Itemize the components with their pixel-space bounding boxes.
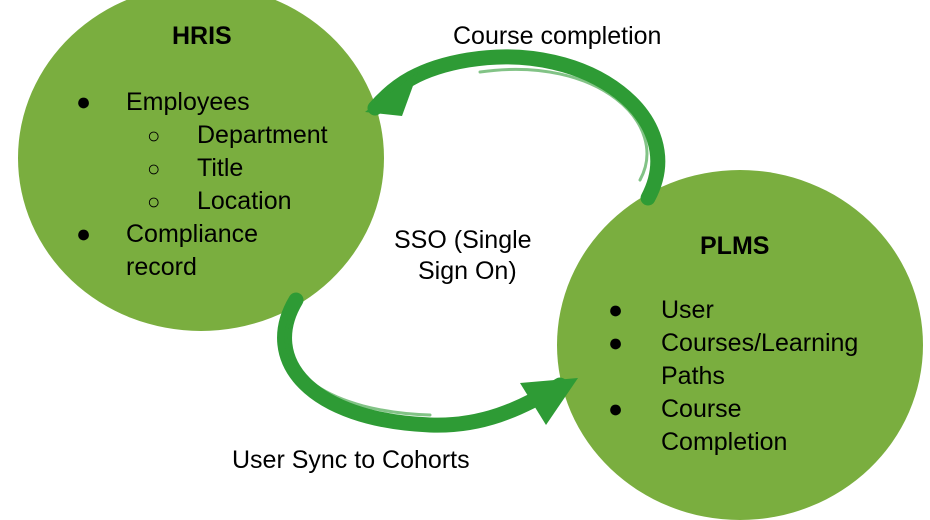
- sub-bullet-icon: ○: [147, 123, 161, 148]
- hris-item-department: ○ Department: [76, 119, 376, 152]
- plms-circle: [557, 170, 923, 520]
- plms-list: ● User ● Courses/Learning Paths ● Course…: [608, 294, 908, 459]
- hris-item-title: ○ Title: [76, 152, 376, 185]
- plms-item-label: Course: [661, 395, 742, 423]
- hris-circle: [18, 0, 384, 331]
- bullet-icon: ●: [608, 395, 624, 423]
- hris-item-label: Location: [197, 187, 292, 215]
- hris-item-employees: ● Employees: [76, 86, 376, 119]
- hris-list: ● Employees ○ Department ○ Title ○ Locat…: [76, 86, 376, 284]
- bullet-icon: ●: [608, 329, 624, 357]
- hris-title: HRIS: [172, 22, 232, 50]
- plms-item-label: Courses/Learning: [661, 329, 859, 357]
- hris-item-location: ○ Location: [76, 185, 376, 218]
- hris-item-label-continued: record: [126, 253, 197, 281]
- plms-item-label: User: [661, 296, 714, 324]
- plms-item-label-continued: Completion: [661, 428, 788, 456]
- plms-item-courses: ● Courses/Learning Paths: [608, 327, 908, 393]
- course-completion-label: Course completion: [453, 22, 662, 50]
- sub-bullet-icon: ○: [147, 156, 161, 181]
- hris-item-label: Department: [197, 121, 328, 149]
- hris-item-compliance: ● Compliance record: [76, 218, 376, 284]
- plms-item-user: ● User: [608, 294, 908, 327]
- arrows-layer: [277, 49, 666, 433]
- bullet-icon: ●: [76, 220, 92, 248]
- sso-label-line1: SSO (Single: [394, 226, 532, 254]
- plms-title: PLMS: [700, 232, 770, 260]
- course-completion-arrow: [365, 49, 666, 206]
- bullet-icon: ●: [76, 88, 92, 116]
- user-sync-label: User Sync to Cohorts: [232, 446, 470, 474]
- sub-bullet-icon: ○: [147, 189, 161, 214]
- hris-item-label: Employees: [126, 88, 250, 116]
- user-sync-arrow: [277, 292, 578, 433]
- sso-label-line2: Sign On): [418, 257, 517, 285]
- plms-item-label-continued: Paths: [661, 362, 725, 390]
- plms-item-completion: ● Course Completion: [608, 393, 908, 459]
- hris-item-label: Compliance: [126, 220, 259, 248]
- hris-item-label: Title: [197, 154, 244, 182]
- bullet-icon: ●: [608, 296, 624, 324]
